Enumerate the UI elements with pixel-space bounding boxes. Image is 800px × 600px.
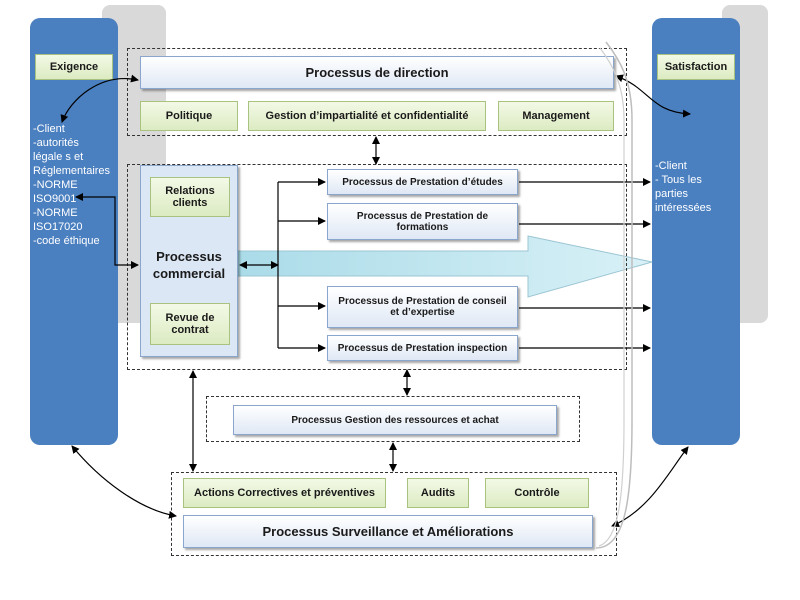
revue-contrat-box: Revue de contrat	[150, 303, 230, 345]
surveillance-process-box: Processus Surveillance et Améliorations	[183, 515, 593, 548]
prestation-inspection-box: Processus de Prestation inspection	[327, 335, 518, 361]
commercial-title: Processus commercial	[152, 249, 226, 281]
satisfaction-label: Satisfaction	[657, 54, 735, 80]
relations-clients-box: Relations clients	[150, 177, 230, 217]
management-box: Management	[498, 101, 614, 131]
prestation-formations-box: Processus de Prestation de formations	[327, 203, 518, 240]
audits-box: Audits	[407, 478, 469, 508]
controle-box: Contrôle	[485, 478, 589, 508]
direction-process-box: Processus de direction	[140, 56, 614, 89]
satisfaction-items: -Client - Tous les parties intéressées	[655, 160, 712, 214]
resources-group	[206, 396, 580, 442]
prestation-conseil-box: Processus de Prestation de conseil et d’…	[327, 286, 518, 328]
actions-correctives-box: Actions Correctives et préventives	[183, 478, 386, 508]
exigence-items: -Client -autorités légale s et Réglement…	[33, 123, 111, 247]
ressources-process-box: Processus Gestion des ressources et acha…	[233, 405, 557, 435]
impartialite-box: Gestion d’impartialité et confidentialit…	[248, 101, 486, 131]
politique-box: Politique	[140, 101, 238, 131]
prestation-etudes-box: Processus de Prestation d’études	[327, 169, 518, 195]
